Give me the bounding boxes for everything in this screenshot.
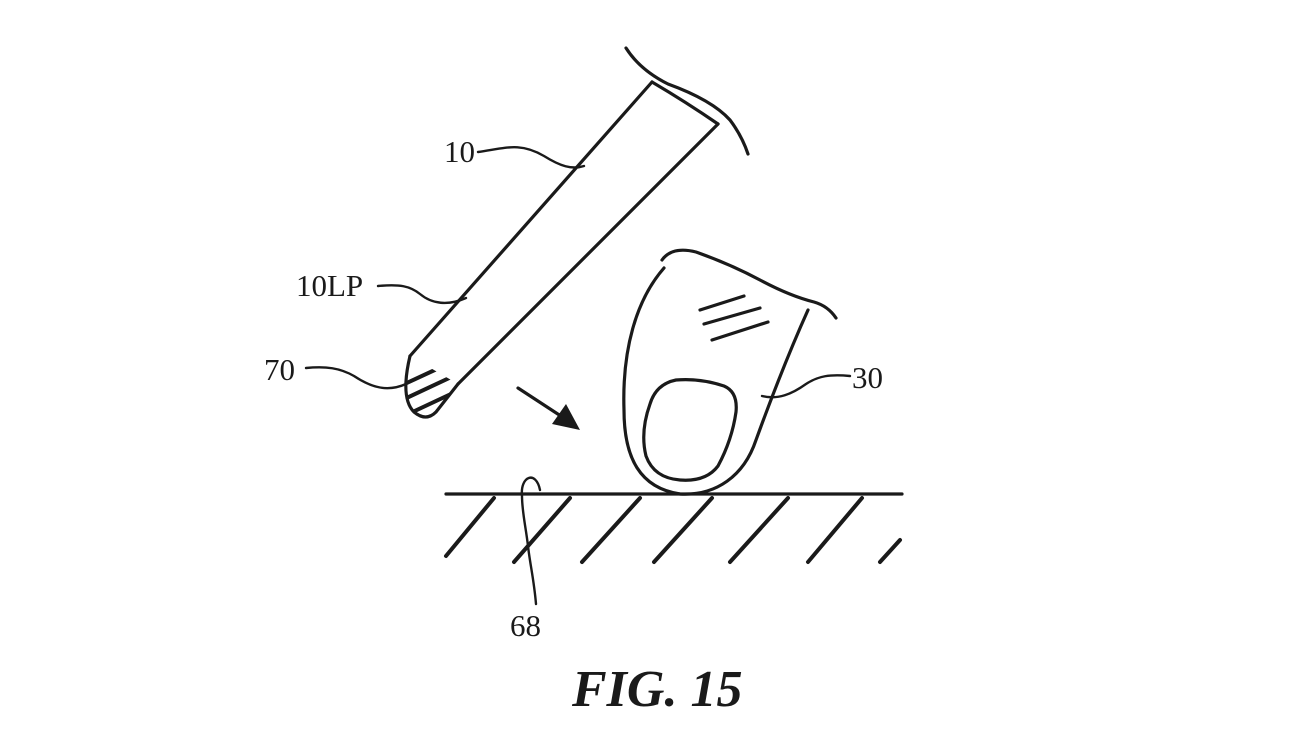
- reference-labels: 10 10LP 70 30 68: [264, 134, 883, 643]
- label-stylus-lower-portion: 10LP: [296, 268, 363, 303]
- leader-10lp: [378, 285, 466, 303]
- stylus-upper-curve: [626, 48, 748, 154]
- stylus-body: [410, 82, 718, 384]
- motion-arrow: [518, 388, 580, 430]
- finger-outline: [624, 268, 808, 494]
- label-stylus: 10: [444, 134, 475, 169]
- finger-crease-1: [700, 296, 744, 310]
- finger-crease-2: [704, 308, 760, 324]
- finger: [624, 250, 836, 494]
- finger-top-curve: [662, 250, 836, 318]
- figure-title: FIG. 15: [571, 661, 742, 718]
- stylus: [396, 48, 748, 417]
- label-surface: 68: [510, 608, 541, 643]
- leader-10: [478, 147, 584, 167]
- surface-hatching: [446, 498, 900, 562]
- label-finger: 30: [852, 360, 883, 395]
- finger-crease-3: [712, 322, 768, 340]
- leader-lines: [306, 147, 850, 604]
- leader-70: [306, 367, 406, 388]
- arrow-head: [552, 404, 580, 430]
- fingernail: [644, 380, 737, 481]
- surface: [446, 494, 902, 562]
- label-stylus-tip: 70: [264, 352, 295, 387]
